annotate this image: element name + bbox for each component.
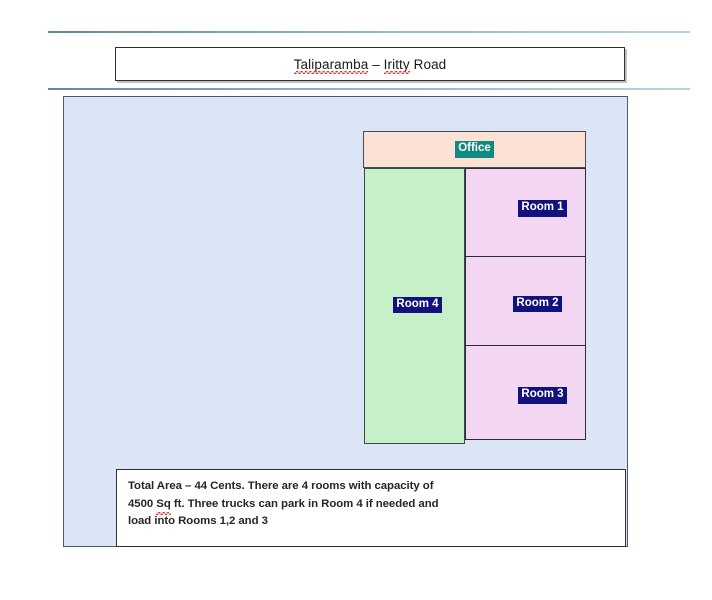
divider-line-bottom xyxy=(48,88,690,90)
room-label-room-2: Room 2 xyxy=(513,295,562,313)
description-line-1: Total Area – 44 Cents. There are 4 rooms… xyxy=(128,480,434,492)
description-line-3: load into Rooms 1,2 and 3 xyxy=(128,515,268,528)
description-line-2-prefix: 4500 xyxy=(128,497,157,510)
room-label-room-4: Room 4 xyxy=(393,296,442,314)
title-misspelled-word-1: Taliparamba xyxy=(293,56,369,74)
office-area[interactable]: Office xyxy=(363,131,586,168)
title-suffix: Road xyxy=(409,56,447,72)
page-title: Taliparamba – Iritty Road xyxy=(293,56,447,74)
building-group: Office Room 4 Room 1 Room 2 Room 3 xyxy=(363,131,586,444)
room-label-room-3: Room 3 xyxy=(518,387,567,404)
title-separator: – xyxy=(368,56,384,72)
room-column: Room 1 Room 2 Room 3 xyxy=(465,168,586,444)
divider-line-top xyxy=(48,31,690,33)
room-area-room-2[interactable]: Room 2 xyxy=(465,256,586,346)
office-label: Office xyxy=(455,141,494,158)
room-label-room-1: Room 1 xyxy=(518,200,567,217)
room-area-room-1[interactable]: Room 1 xyxy=(465,168,586,257)
description-misspelled-word: Sq xyxy=(156,496,172,515)
title-box[interactable]: Taliparamba – Iritty Road xyxy=(115,47,625,81)
description-line-2-suffix: ft. Three trucks can park in Room 4 if n… xyxy=(170,497,439,510)
description-text: Total Area – 44 Cents. There are 4 rooms… xyxy=(128,478,615,531)
title-misspelled-word-2: Iritty xyxy=(383,56,410,74)
room-area-room-4[interactable]: Room 4 xyxy=(364,168,465,444)
floorplan-canvas: Office Room 4 Room 1 Room 2 Room 3 Total… xyxy=(63,96,628,547)
room-area-room-3[interactable]: Room 3 xyxy=(465,345,586,440)
description-box[interactable]: Total Area – 44 Cents. There are 4 rooms… xyxy=(116,469,626,547)
